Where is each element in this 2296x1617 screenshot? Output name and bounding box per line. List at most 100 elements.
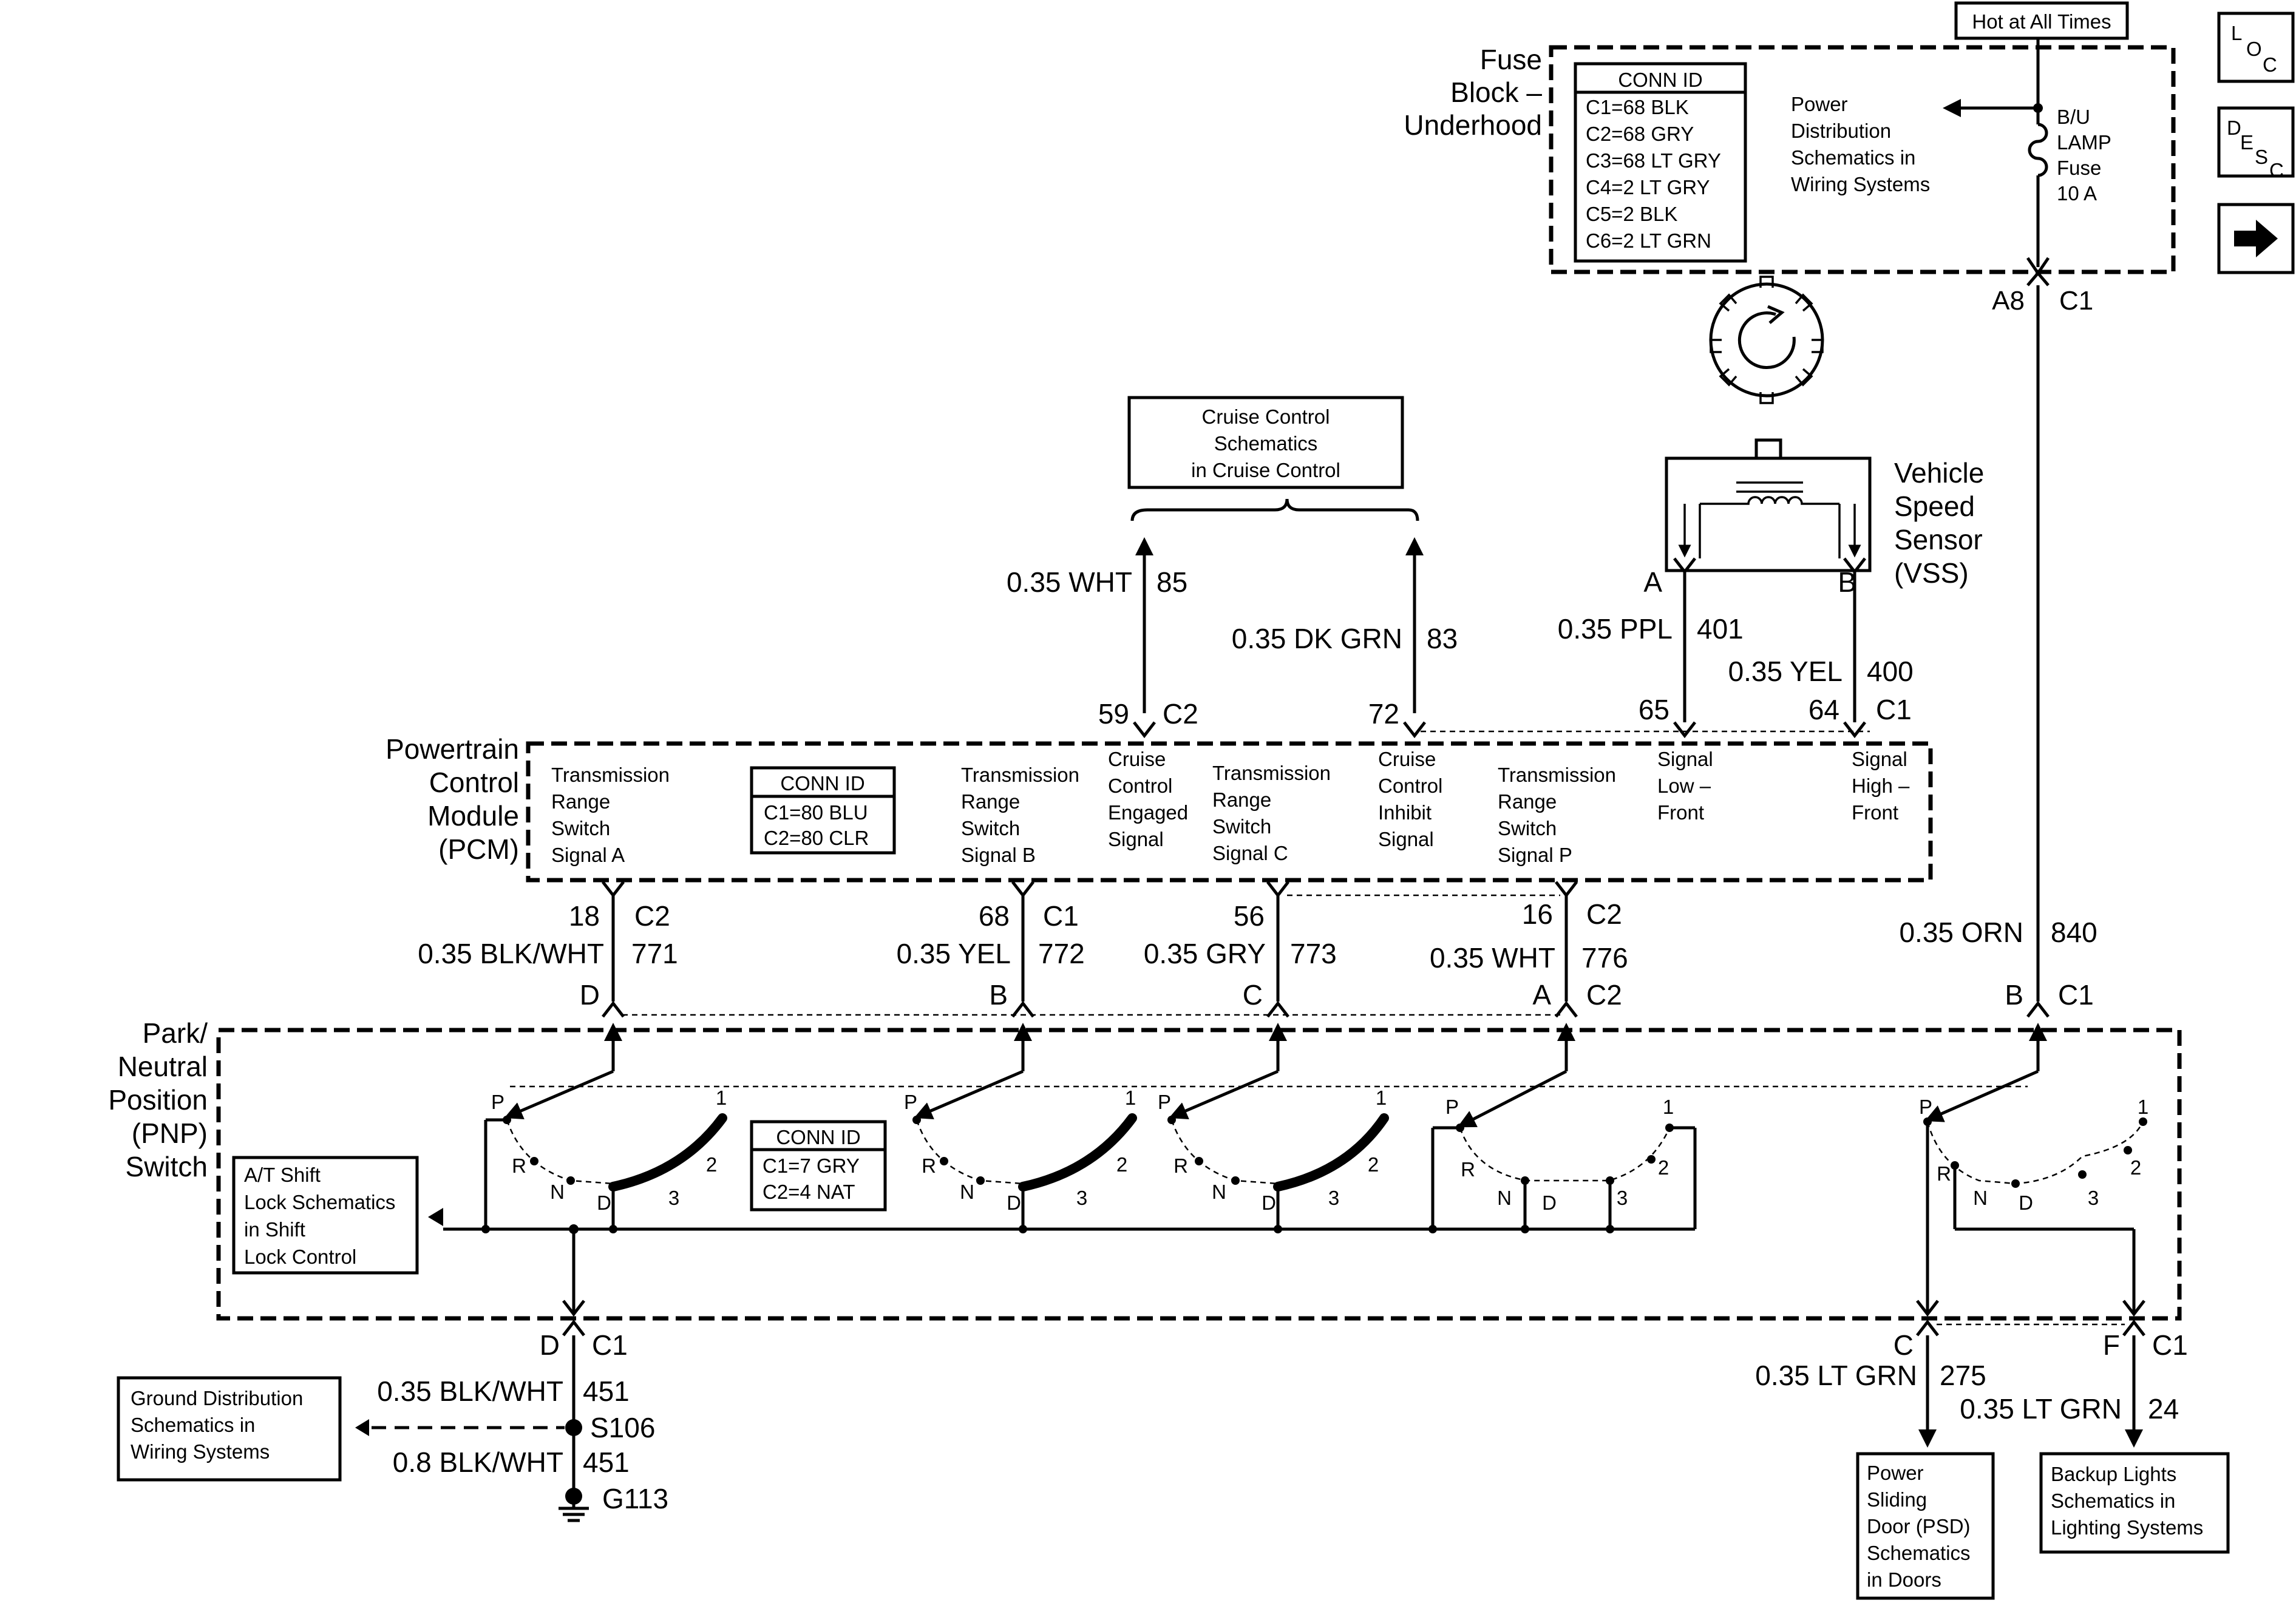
pnp-conn-id-box: CONN ID C1=7 GRY C2=4 NAT [750,1120,887,1212]
fuse-conn-line: C3=68 LT GRY [1586,149,1721,172]
pnp-title: Neutral [118,1051,208,1082]
splice-dot [565,1419,582,1436]
pos-label-2: 2 [1116,1153,1127,1176]
vss-title: Vehicle [1894,457,1984,489]
wire-color: 0.35 YEL [1728,656,1843,687]
wire-color: 0.35 WHT [1430,942,1555,974]
cruise-control-ref-box[interactable]: Cruise Control Schematics in Cruise Cont… [1127,396,1404,489]
fuse-conn-line: C2=68 GRY [1586,123,1694,145]
pcm-title: (PCM) [438,833,519,865]
pos-label-p: P [1919,1096,1932,1118]
pnp-pin: B [2005,979,2023,1011]
description-view-button[interactable]: D E S C [2217,106,2295,181]
pcm-signal-b: Transmission Range Switch Signal B [961,764,1079,866]
power-ref-line: Wiring Systems [1791,173,1930,195]
pos-label-3: 3 [1328,1187,1339,1209]
pnp-pin: A [1532,979,1551,1011]
svg-text:Switch: Switch [1498,817,1557,839]
arrow-right-icon [2234,220,2278,257]
pos-label-1: 1 [1125,1086,1136,1109]
wire-circuit: 451 [583,1375,630,1407]
backup-lights-circuit: F C1 0.35 LT GRN 24 Backup Lights Schema… [1960,1319,2230,1554]
pos-label-p: P [1445,1096,1459,1118]
svg-text:Transmission: Transmission [961,764,1079,786]
svg-text:Cruise: Cruise [1378,748,1436,770]
pos-label-3: 3 [668,1187,679,1209]
svg-text:Wiring Systems: Wiring Systems [131,1440,270,1463]
pcm-signal-c: Transmission Range Switch Signal C [1212,762,1331,864]
pos-label-1: 1 [1663,1096,1674,1118]
svg-text:Range: Range [551,790,610,813]
pcm-cruise-engaged: Cruise Control Engaged Signal [1108,748,1188,850]
wire-circuit: 451 [583,1446,630,1478]
desc-letter: C [2269,159,2284,181]
connector-id: C2 [1163,698,1198,730]
svg-text:Backup Lights: Backup Lights [2051,1463,2176,1485]
power-ref-line: Schematics in [1791,146,1915,169]
location-view-button[interactable]: L O C [2217,12,2295,83]
svg-text:Hot at All Times: Hot at All Times [1972,10,2111,33]
svg-text:Signal A: Signal A [551,844,625,866]
pos-label-n: N [960,1181,974,1203]
wire-color: 0.35 DK GRN [1232,623,1402,654]
rotor-icon [1709,276,1824,404]
svg-text:Signal P: Signal P [1498,844,1572,866]
fuse-label: B/U [2057,106,2090,128]
svg-text:C1=7 GRY: C1=7 GRY [763,1154,860,1177]
pin-number: 16 [1522,898,1553,930]
pcm-cruise-inhibit: Cruise Control Inhibit Signal [1378,748,1442,850]
pcm-signal-low: Signal Low – Front [1657,748,1713,824]
svg-text:Transmission: Transmission [1498,764,1616,786]
pcm-signal-p: Transmission Range Switch Signal P [1498,764,1616,866]
pos-label-r: R [1173,1154,1188,1177]
psd-circuit: C 0.35 LT GRN 275 Power Sliding Door (PS… [1755,1319,1995,1600]
svg-text:C2=80 CLR: C2=80 CLR [764,827,869,849]
ground-circuit: D C1 0.35 BLK/WHT 451 S106 0.8 BLK/WHT 4… [117,1319,668,1522]
svg-text:High –: High – [1852,775,1910,797]
wire-circuit: 24 [2148,1393,2179,1425]
connector-id: C1 [1043,900,1079,932]
next-page-button[interactable] [2217,203,2295,274]
cruise-ref-line: Schematics [1214,432,1318,455]
ground-distribution-ref-box[interactable]: Ground Distribution Schematics in Wiring… [117,1376,342,1482]
pos-label-r: R [922,1154,936,1177]
pos-label-r: R [512,1154,526,1177]
pos-label-d: D [1262,1192,1276,1214]
pos-label-1: 1 [716,1086,727,1109]
pos-label-n: N [1212,1181,1226,1203]
wire-83: 0.35 DK GRN 83 72 [1232,537,1458,739]
pin-number: 65 [1639,694,1669,725]
loc-letter: C [2263,53,2277,76]
svg-text:Lock Control: Lock Control [244,1246,356,1268]
svg-text:Power: Power [1867,1462,1924,1484]
pos-label-p: P [1158,1091,1171,1113]
shift-lock-ref-box[interactable]: A/T Shift Lock Schematics in Shift Lock … [232,1156,419,1275]
wire-circuit: 771 [631,938,678,969]
ground-conn: C1 [592,1329,628,1361]
backup-lights-ref-box[interactable]: Backup Lights Schematics in Lighting Sys… [2039,1452,2230,1554]
wire-circuit: 400 [1867,656,1914,687]
ground-symbol-icon [559,1496,589,1522]
svg-text:Schematics in: Schematics in [131,1414,255,1436]
pos-label-2: 2 [1658,1156,1669,1179]
vehicle-speed-sensor: Vehicle Speed Sensor (VSS) A B [1643,276,1984,598]
battery-feed-wire: A8 C1 [1943,38,2093,1002]
svg-text:Signal: Signal [1657,748,1713,770]
pos-label-r: R [1461,1158,1475,1181]
pcm-signal-a: Transmission Range Switch Signal A [551,764,670,866]
pos-label-3: 3 [1617,1187,1628,1209]
svg-text:Front: Front [1852,801,1898,824]
power-ref-line: Distribution [1791,120,1891,142]
pnp-section-signal-p: P R N D 3 2 1 [1428,1023,1697,1233]
svg-text:Schematics in: Schematics in [2051,1490,2175,1512]
wire-color: 0.35 YEL [897,938,1011,969]
pnp-pin: B [989,979,1008,1011]
pnp-section-backup: P R N D 3 2 1 [1916,1023,2148,1317]
wire-color: 0.35 LT GRN [1960,1393,2122,1425]
pin-number: 18 [569,900,600,932]
wire-circuit: 772 [1038,938,1085,969]
psd-ref-box[interactable]: Power Sliding Door (PSD) Schematics in D… [1856,1452,1995,1600]
svg-text:CONN ID: CONN ID [780,772,864,795]
svg-text:Switch: Switch [1212,815,1271,838]
